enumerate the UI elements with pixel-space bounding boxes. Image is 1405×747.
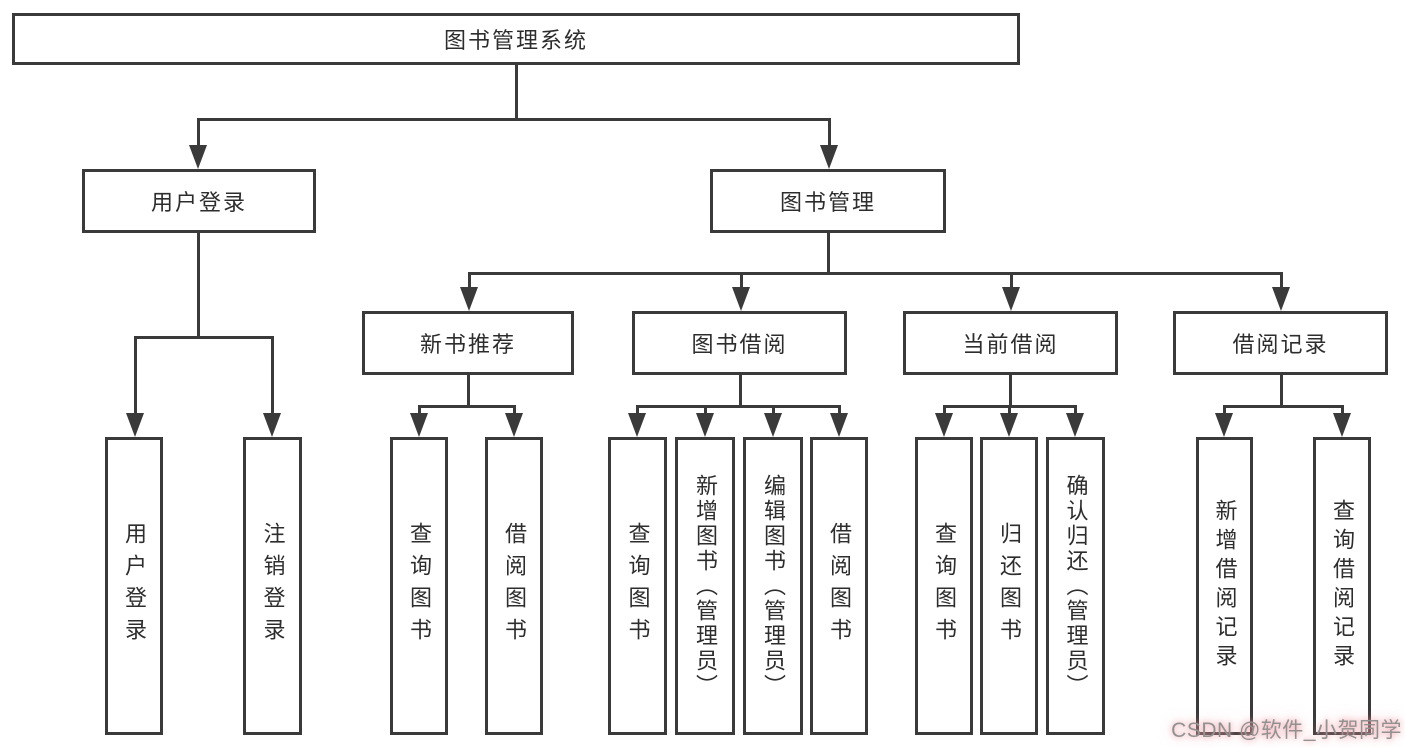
connector-line bbox=[636, 405, 639, 417]
connector-line bbox=[1280, 375, 1283, 406]
node-label: 当前借阅 bbox=[962, 332, 1059, 357]
arrowhead-icon bbox=[460, 287, 478, 311]
connector-line bbox=[134, 336, 274, 339]
connector-line bbox=[197, 233, 200, 337]
connector-line bbox=[1008, 405, 1011, 417]
node-user-login: 用户登录 bbox=[82, 169, 316, 233]
arrowhead-icon bbox=[935, 413, 953, 437]
arrowhead-icon bbox=[1002, 287, 1020, 311]
node-return-books: 归还图书 bbox=[980, 437, 1038, 735]
node-label: 图书管理系统 bbox=[443, 28, 588, 53]
node-add-books-admin: 新增图书（管理员） bbox=[675, 437, 735, 735]
connector-line bbox=[772, 405, 775, 417]
connector-line bbox=[515, 65, 518, 118]
connector-line bbox=[467, 375, 470, 406]
node-label: 用户登录 bbox=[150, 190, 247, 215]
node-label: 借阅记录 bbox=[1232, 332, 1329, 357]
arrowhead-icon bbox=[126, 413, 144, 437]
connector-line bbox=[740, 272, 743, 290]
node-label: 借阅图书 bbox=[827, 522, 852, 650]
node-label: 图书借阅 bbox=[691, 332, 788, 357]
arrowhead-icon bbox=[830, 413, 848, 437]
node-label: 图书管理 bbox=[779, 190, 876, 215]
node-user-login-leaf: 用户登录 bbox=[105, 437, 163, 735]
arrowhead-icon bbox=[263, 413, 281, 437]
connector-line bbox=[827, 233, 830, 273]
arrowhead-icon bbox=[1333, 413, 1351, 437]
node-query-books-recommend: 查询图书 bbox=[390, 437, 448, 735]
arrowhead-icon bbox=[628, 413, 646, 437]
arrowhead-icon bbox=[764, 413, 782, 437]
node-logout: 注销登录 bbox=[243, 437, 302, 735]
node-label: 查询借阅记录 bbox=[1330, 499, 1355, 673]
node-label: 新增借阅记录 bbox=[1212, 499, 1238, 673]
connector-line bbox=[134, 336, 137, 416]
connector-line bbox=[1009, 375, 1012, 406]
connector-line bbox=[828, 118, 831, 148]
connector-line bbox=[468, 272, 471, 290]
connector-line bbox=[418, 405, 421, 417]
node-label: 借阅图书 bbox=[502, 522, 527, 650]
connector-line bbox=[704, 405, 707, 417]
node-borrowing-records: 借阅记录 bbox=[1173, 311, 1388, 375]
node-label: 编辑图书（管理员） bbox=[761, 473, 786, 699]
arrowhead-icon bbox=[1272, 287, 1290, 311]
node-label: 查询图书 bbox=[932, 522, 957, 650]
arrowhead-icon bbox=[1215, 413, 1233, 437]
node-query-books-borrowing: 查询图书 bbox=[608, 437, 667, 735]
arrowhead-icon bbox=[410, 413, 428, 437]
connector-line bbox=[1341, 405, 1344, 417]
node-label: 归还图书 bbox=[997, 522, 1022, 650]
connector-line bbox=[1074, 405, 1077, 417]
node-library-management-system: 图书管理系统 bbox=[12, 13, 1020, 65]
node-borrow-books-recommend: 借阅图书 bbox=[485, 437, 543, 735]
node-new-book-recommend: 新书推荐 bbox=[362, 311, 574, 375]
node-label: 用户登录 bbox=[122, 522, 147, 650]
connector-line bbox=[513, 405, 516, 417]
node-query-books-current: 查询图书 bbox=[915, 437, 973, 735]
arrowhead-icon bbox=[505, 413, 523, 437]
arrowhead-icon bbox=[732, 287, 750, 311]
node-book-borrowing: 图书借阅 bbox=[632, 311, 847, 375]
connector-line bbox=[1223, 405, 1226, 417]
node-label: 注销登录 bbox=[260, 522, 286, 650]
arrowhead-icon bbox=[1000, 413, 1018, 437]
node-label: 新增图书（管理员） bbox=[693, 473, 718, 699]
node-borrow-books: 借阅图书 bbox=[810, 437, 868, 735]
node-current-borrowing: 当前借阅 bbox=[903, 311, 1118, 375]
connector-line bbox=[468, 272, 1283, 275]
connector-line bbox=[739, 375, 742, 406]
node-book-management: 图书管理 bbox=[710, 169, 946, 233]
node-edit-books-admin: 编辑图书（管理员） bbox=[743, 437, 803, 735]
connector-line bbox=[197, 118, 200, 148]
connector-line bbox=[1280, 272, 1283, 290]
arrowhead-icon bbox=[189, 145, 207, 169]
connector-line bbox=[1010, 272, 1013, 290]
connector-line bbox=[838, 405, 841, 417]
node-label: 确认归还（管理员） bbox=[1063, 473, 1089, 699]
connector-line bbox=[197, 118, 831, 121]
node-query-borrow-record: 查询借阅记录 bbox=[1313, 437, 1371, 735]
connector-line bbox=[271, 336, 274, 416]
arrowhead-icon bbox=[820, 145, 838, 169]
arrowhead-icon bbox=[1066, 413, 1084, 437]
node-add-borrow-record: 新增借阅记录 bbox=[1196, 437, 1253, 735]
connector-line bbox=[1224, 405, 1343, 408]
arrowhead-icon bbox=[696, 413, 714, 437]
connector-line bbox=[943, 405, 946, 417]
connector-line bbox=[419, 405, 516, 408]
connector-line bbox=[637, 405, 841, 408]
node-label: 新书推荐 bbox=[419, 332, 516, 357]
csdn-watermark: CSDN @软件_小贺同学 bbox=[1171, 719, 1402, 742]
node-confirm-return-admin: 确认归还（管理员） bbox=[1046, 437, 1105, 735]
node-label: 查询图书 bbox=[407, 522, 432, 650]
node-label: 查询图书 bbox=[625, 522, 651, 650]
